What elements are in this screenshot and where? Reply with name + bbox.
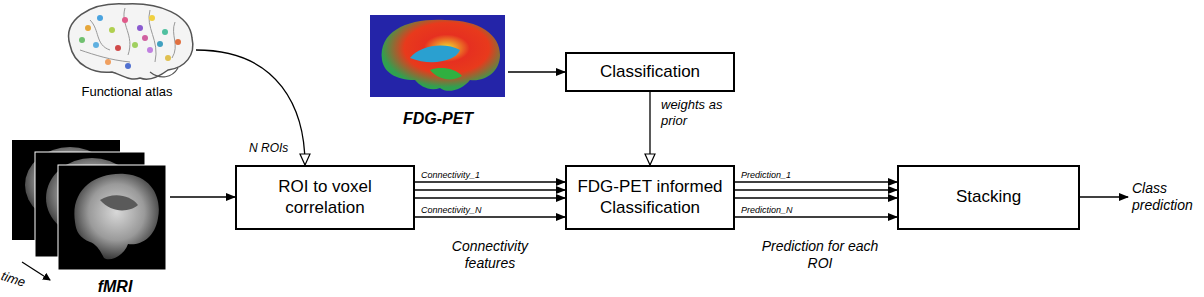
box-label: FDG-PET informed Classification bbox=[575, 177, 725, 218]
process-box: Stacking bbox=[897, 165, 1080, 230]
edge-label: Connectivity_1 bbox=[420, 170, 481, 181]
caption-label: Connectivity features bbox=[430, 238, 550, 272]
box-label: ROI to voxel correlation bbox=[245, 177, 405, 218]
edge-label: N ROIs bbox=[248, 141, 289, 155]
edge-label: Connectivity_N bbox=[420, 205, 483, 216]
connector-arrow bbox=[508, 71, 565, 72]
pet-figure: FDG-PET bbox=[368, 12, 508, 128]
connector-arrow bbox=[735, 197, 897, 198]
atlas-figure: Functional atlas bbox=[58, 0, 196, 99]
edge-label: Prediction_1 bbox=[740, 170, 792, 181]
box-label: Classification bbox=[600, 62, 700, 82]
connector-arrow bbox=[735, 189, 897, 190]
figure-caption: fMRI bbox=[98, 278, 133, 296]
connector-arrow bbox=[415, 197, 565, 198]
output-arrow bbox=[1080, 196, 1128, 197]
output-label: Class prediction bbox=[1132, 180, 1200, 214]
process-box: Classification bbox=[565, 52, 735, 92]
edge-label: weights as prior bbox=[660, 97, 742, 128]
connector-arrow bbox=[735, 181, 897, 182]
figure-caption: FDG-PET bbox=[403, 110, 473, 128]
connector-arrow bbox=[415, 181, 565, 182]
process-box: FDG-PET informed Classification bbox=[565, 165, 735, 230]
process-box: ROI to voxel correlation bbox=[235, 165, 415, 230]
connector-arrow bbox=[170, 196, 235, 197]
axis-label: time bbox=[0, 268, 42, 295]
pet-image bbox=[370, 15, 505, 97]
edge-label: Prediction_N bbox=[740, 205, 794, 216]
fmri-figure: fMRI bbox=[60, 140, 170, 296]
connector-arrow bbox=[649, 92, 650, 165]
connector-arrow bbox=[196, 50, 305, 165]
connector-arrow bbox=[735, 216, 897, 217]
caption-label: Prediction for each ROI bbox=[760, 238, 880, 272]
figure-caption: Functional atlas bbox=[81, 84, 172, 99]
brain-atlas bbox=[69, 4, 193, 79]
connector-arrow bbox=[415, 189, 565, 190]
box-label: Stacking bbox=[956, 187, 1021, 207]
connector-arrow bbox=[415, 216, 565, 217]
fmri-stack bbox=[12, 140, 166, 270]
